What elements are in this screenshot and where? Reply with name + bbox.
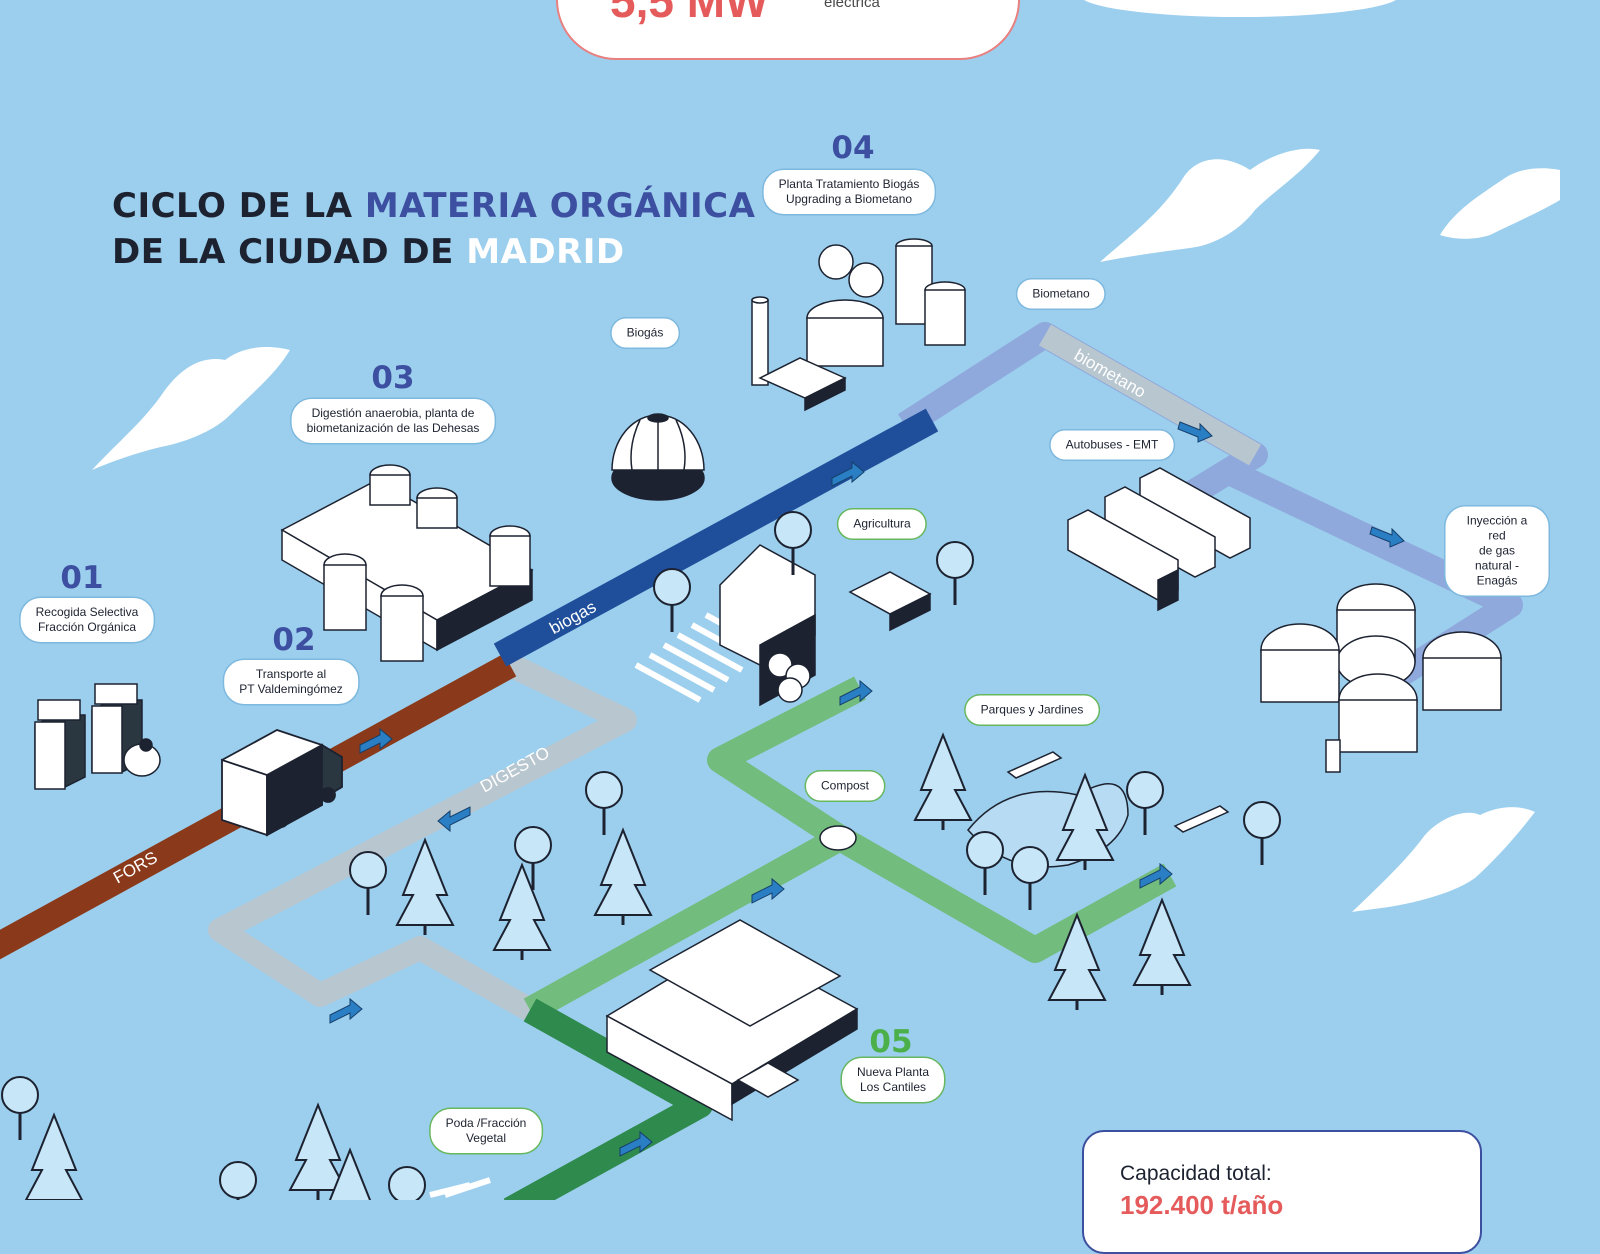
tree-icon bbox=[966, 831, 1004, 869]
tree-icon bbox=[349, 851, 387, 889]
arrow-icon bbox=[619, 1130, 653, 1157]
arrow-icon bbox=[329, 997, 363, 1024]
step-label: Digestión anaerobia, planta de biometani… bbox=[291, 399, 495, 443]
compost-label: Compost bbox=[805, 771, 885, 801]
biogas-label: Biogás bbox=[611, 318, 679, 348]
tree-icon bbox=[936, 541, 974, 579]
trees bbox=[1, 511, 1281, 1200]
truck-icon bbox=[220, 729, 343, 837]
power-value: 5,5 MW bbox=[610, 0, 769, 27]
compost-path-dark bbox=[503, 998, 713, 1200]
arrow-icon bbox=[1177, 421, 1213, 443]
tree-icon bbox=[774, 511, 812, 549]
flow-arrows bbox=[329, 421, 1405, 1157]
digesto-path-top bbox=[1039, 324, 1261, 466]
tree-icon bbox=[1, 1076, 39, 1114]
upgrading-plant-icon bbox=[751, 238, 966, 412]
step-label: Recogida Selectiva Fracción Orgánica bbox=[20, 598, 154, 642]
tree-icon bbox=[24, 1112, 84, 1200]
arrow-icon bbox=[751, 877, 785, 904]
arrow-icon bbox=[839, 679, 873, 706]
cantiles-plant-icon bbox=[605, 919, 859, 1122]
title-part: CICLO DE LA bbox=[112, 186, 365, 226]
infographic: 5,5 MW eléctrica bbox=[0, 0, 1560, 1254]
tree-icon bbox=[1132, 897, 1192, 986]
step-number: 01 bbox=[60, 560, 104, 596]
scene-illustration bbox=[0, 0, 1560, 1200]
capacity-label: Capacidad total: bbox=[1120, 1162, 1272, 1185]
pruning-label: Poda /Fracción Vegetal bbox=[430, 1109, 542, 1153]
farm-icon bbox=[719, 544, 932, 707]
title-line-2: DE LA CIUDAD DE MADRID bbox=[112, 232, 625, 272]
buses-icon bbox=[1067, 467, 1251, 612]
tree-icon bbox=[585, 771, 623, 809]
injection-label: Inyección a red de gas natural - Enagás bbox=[1445, 506, 1549, 596]
tree-icon bbox=[1011, 846, 1049, 884]
tree-icon bbox=[653, 568, 691, 606]
arrow-icon bbox=[831, 460, 865, 487]
title-highlight: MADRID bbox=[466, 232, 625, 272]
tree-icon bbox=[913, 732, 973, 821]
compost-path bbox=[523, 825, 1177, 1022]
tree-icon bbox=[514, 826, 552, 864]
title-line-1: CICLO DE LA MATERIA ORGÁNICA bbox=[112, 186, 755, 226]
title-part: DE LA CIUDAD DE bbox=[112, 232, 467, 272]
compost-path-agri bbox=[707, 676, 866, 849]
power-unit: eléctrica bbox=[824, 0, 880, 11]
tree-icon bbox=[328, 1147, 372, 1200]
waste-bins-icon bbox=[34, 683, 161, 790]
arrow-icon bbox=[1369, 526, 1405, 548]
biometano-label: Biometano bbox=[1017, 279, 1105, 309]
power-box bbox=[556, 0, 1020, 60]
tree-icon bbox=[593, 827, 653, 916]
arrow-icon bbox=[437, 806, 471, 833]
arrow-icon bbox=[359, 727, 393, 754]
step-number: 04 bbox=[831, 130, 875, 166]
buses-label: Autobuses - EMT bbox=[1050, 430, 1174, 460]
tree-icon bbox=[1243, 801, 1281, 839]
step-label: Planta Tratamiento Biogás Upgrading a Bi… bbox=[763, 170, 935, 214]
biogas-path bbox=[493, 408, 939, 667]
tree-icon bbox=[1126, 771, 1164, 809]
biogas-dome-icon bbox=[611, 413, 705, 501]
title-highlight: MATERIA ORGÁNICA bbox=[364, 186, 756, 226]
tree-icon bbox=[219, 1161, 257, 1199]
digesto-path bbox=[208, 649, 637, 1021]
gas-tanks-icon bbox=[1260, 583, 1502, 773]
step-label: Nueva Planta Los Cantiles bbox=[841, 1058, 945, 1102]
step-number: 02 bbox=[272, 622, 316, 658]
tree-icon bbox=[492, 862, 552, 951]
capacity-value: 192.400 t/año bbox=[1120, 1190, 1284, 1220]
digestion-plant-icon bbox=[280, 464, 534, 662]
step-number: 05 bbox=[869, 1024, 913, 1060]
step-number: 03 bbox=[371, 360, 415, 396]
step-label: Transporte al PT Valdemingómez bbox=[224, 660, 358, 704]
arrow-icon bbox=[1139, 862, 1173, 889]
tree-icon bbox=[388, 1166, 426, 1200]
parks-label: Parques y Jardines bbox=[965, 695, 1099, 725]
tree-icon bbox=[288, 1102, 348, 1191]
tree-icon bbox=[395, 837, 455, 926]
agriculture-label: Agricultura bbox=[838, 509, 926, 539]
